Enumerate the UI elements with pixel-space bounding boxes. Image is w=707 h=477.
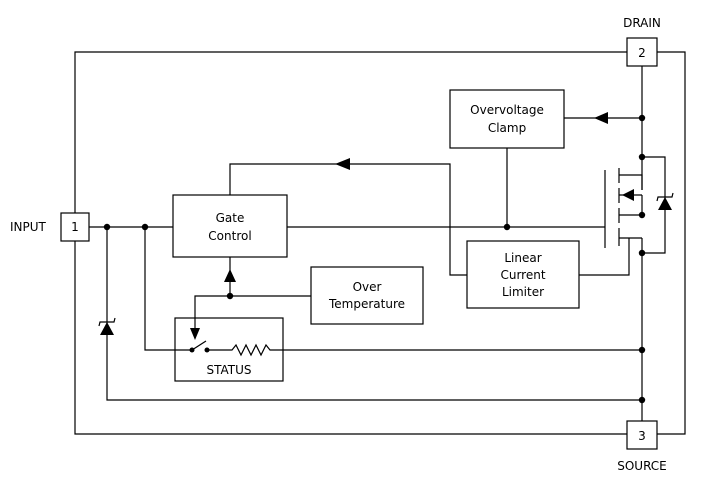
over-temperature-block: Over Temperature xyxy=(310,266,424,325)
wire-overtemp-to-gate xyxy=(229,257,311,297)
svg-text:Over: Over xyxy=(353,280,382,294)
drain-pin-number: 2 xyxy=(638,46,646,60)
drain-pin: 2 xyxy=(626,37,658,67)
input-pin-number: 1 xyxy=(71,220,79,234)
wire-input-zener xyxy=(106,227,642,401)
input-label: INPUT xyxy=(10,220,47,234)
source-pin-number: 3 xyxy=(638,429,646,443)
svg-text:Linear: Linear xyxy=(504,251,541,265)
junction-dot xyxy=(638,211,646,219)
gate-control-block: Gate Control xyxy=(172,194,288,258)
junction-dot xyxy=(638,396,646,404)
svg-text:Overvoltage: Overvoltage xyxy=(470,103,544,117)
input-pin: 1 xyxy=(60,212,90,242)
wire-mosfet-to-limiter xyxy=(579,238,630,276)
package-outline-right xyxy=(657,51,686,435)
arrow-left xyxy=(335,158,350,170)
svg-text:Control: Control xyxy=(208,229,251,243)
wire-overtemp-to-switch xyxy=(194,295,230,330)
drain-label: DRAIN xyxy=(623,16,661,30)
wire-input-to-status xyxy=(144,227,192,351)
source-label: SOURCE xyxy=(617,459,667,473)
wire-limiter-feedback xyxy=(229,163,467,276)
status-resistor xyxy=(207,343,283,357)
linear-current-limiter-block: Linear Current Limiter xyxy=(466,240,580,309)
drain-zener-diode xyxy=(656,192,674,210)
svg-text:Current: Current xyxy=(500,268,545,282)
mosfet-symbol xyxy=(604,168,643,248)
junction-dot xyxy=(638,346,646,354)
svg-text:Clamp: Clamp xyxy=(488,121,526,135)
source-pin: 3 xyxy=(626,420,658,450)
arrow-down xyxy=(190,328,200,340)
package-outline xyxy=(74,51,627,435)
svg-text:Limiter: Limiter xyxy=(502,285,544,299)
arrow-left xyxy=(594,112,608,124)
arrow-up xyxy=(224,269,236,282)
svg-text:STATUS: STATUS xyxy=(206,363,251,377)
svg-text:Temperature: Temperature xyxy=(328,297,405,311)
input-zener-diode xyxy=(98,317,116,335)
svg-text:Gate: Gate xyxy=(216,211,245,225)
overvoltage-clamp-block: Overvoltage Clamp xyxy=(449,89,565,149)
